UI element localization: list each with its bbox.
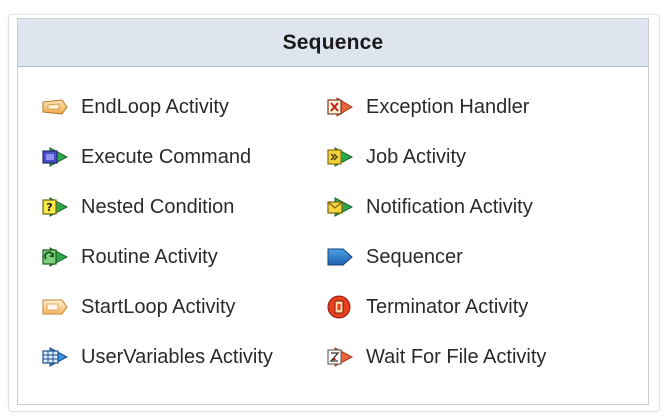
palette-item-label: StartLoop Activity <box>81 295 236 318</box>
execute-command-icon <box>38 144 72 170</box>
wait-for-file-icon <box>323 344 357 370</box>
terminator-icon <box>323 294 357 320</box>
sequencer-icon <box>323 244 357 270</box>
palette-item-label: Job Activity <box>366 145 467 168</box>
palette-item-label: Sequencer <box>366 245 463 268</box>
palette-item-sequencer[interactable]: Sequencer <box>323 237 463 277</box>
palette-item-notification[interactable]: Notification Activity <box>323 187 533 227</box>
palette-item-nested-condition[interactable]: ? Nested Condition <box>38 187 234 227</box>
nested-condition-icon: ? <box>38 194 72 220</box>
job-activity-icon <box>323 144 357 170</box>
palette-item-label: Exception Handler <box>366 95 530 118</box>
exception-handler-icon <box>323 94 357 120</box>
uservariables-icon <box>38 344 72 370</box>
palette-item-uservariables[interactable]: UserVariables Activity <box>38 337 273 377</box>
palette-item-label: Wait For File Activity <box>366 345 547 368</box>
palette-item-label: Nested Condition <box>81 195 235 218</box>
palette-item-job-activity[interactable]: Job Activity <box>323 137 466 177</box>
palette-item-startloop[interactable]: StartLoop Activity <box>38 287 236 327</box>
palette-item-label: Execute Command <box>81 145 252 168</box>
sequence-palette: Sequence EndLoop Activity <box>17 18 649 405</box>
panel-header[interactable]: Sequence <box>18 19 648 67</box>
panel-title: Sequence <box>282 30 384 54</box>
palette-item-label: UserVariables Activity <box>81 345 273 368</box>
palette-item-endloop[interactable]: EndLoop Activity <box>38 87 229 127</box>
palette-item-terminator[interactable]: Terminator Activity <box>323 287 528 327</box>
palette-item-label: EndLoop Activity <box>81 95 229 118</box>
startloop-icon <box>38 294 72 320</box>
palette-item-routine[interactable]: Routine Activity <box>38 237 218 277</box>
routine-icon <box>38 244 72 270</box>
palette-item-exception-handler[interactable]: Exception Handler <box>323 87 529 127</box>
palette-item-label: Routine Activity <box>81 245 218 268</box>
palette-item-label: Terminator Activity <box>366 295 529 318</box>
svg-text:?: ? <box>46 201 52 214</box>
endloop-icon <box>38 94 72 120</box>
notification-icon <box>323 194 357 220</box>
palette-item-wait-for-file[interactable]: Wait For File Activity <box>323 337 546 377</box>
palette-item-execute-command[interactable]: Execute Command <box>38 137 251 177</box>
palette-item-label: Notification Activity <box>366 195 533 218</box>
